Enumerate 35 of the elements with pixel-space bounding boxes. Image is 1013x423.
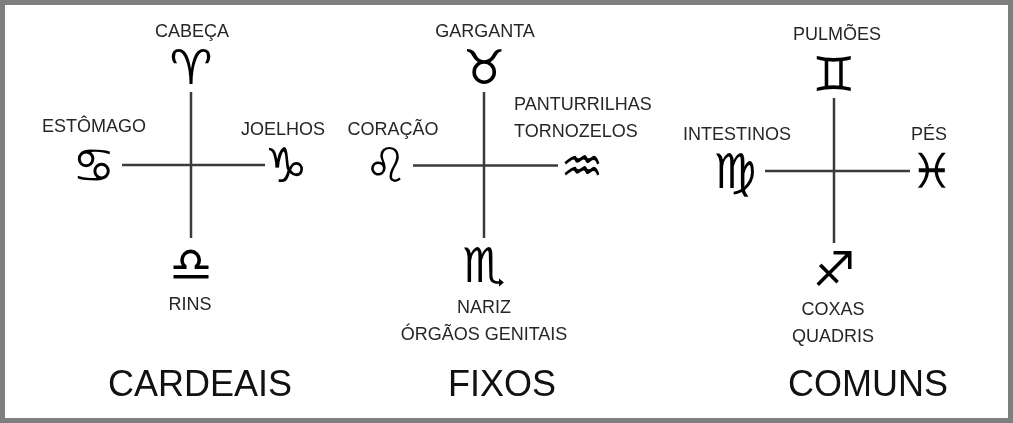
connector-line	[765, 169, 910, 173]
zodiac-symbol: ♊	[809, 50, 859, 98]
body-part-label: ESTÔMAGO	[42, 114, 146, 138]
body-part-label: NARIZ	[457, 296, 511, 319]
body-part-label: JOELHOS	[241, 118, 325, 141]
zodiac-symbol: ♈	[166, 42, 216, 92]
connector-line	[189, 92, 193, 238]
zodiac-symbol: ♌	[359, 143, 413, 187]
body-part-label: TORNOZELOS	[514, 120, 638, 143]
zodiac-symbol: ♋	[66, 143, 122, 187]
connector-line	[413, 164, 558, 167]
body-part-label: CORAÇÃO	[347, 118, 439, 141]
body-part-label: GARGANTA	[435, 20, 535, 43]
body-part-label: QUADRIS	[792, 325, 874, 348]
body-part-label: ÓRGÃOS GENITAIS	[400, 322, 568, 346]
body-part-label: INTESTINOS	[683, 123, 791, 146]
category-title: CARDEAIS	[108, 364, 292, 404]
connector-line	[832, 98, 836, 243]
body-part-label: COXAS	[801, 298, 865, 321]
zodiac-symbol: ♓	[910, 149, 954, 193]
zodiac-symbol: ♒	[558, 146, 606, 186]
category-title: FIXOS	[448, 364, 556, 404]
zodiac-symbol: ♑	[265, 143, 307, 187]
zodiac-symbol: ♐	[809, 243, 859, 294]
body-part-label: PANTURRILHAS	[514, 93, 652, 116]
zodiac-symbol: ♏	[459, 238, 509, 292]
body-part-label: CABEÇA	[155, 20, 229, 43]
body-part-label: PÉS	[911, 123, 947, 146]
category-title: COMUNS	[788, 364, 948, 404]
body-part-label: PULMÕES	[793, 23, 881, 46]
connector-line	[482, 92, 486, 238]
body-part-label: RINS	[168, 293, 212, 316]
zodiac-symbol: ♉	[459, 42, 509, 92]
zodiac-symbol: ♎	[166, 238, 216, 290]
connector-line	[122, 163, 265, 167]
